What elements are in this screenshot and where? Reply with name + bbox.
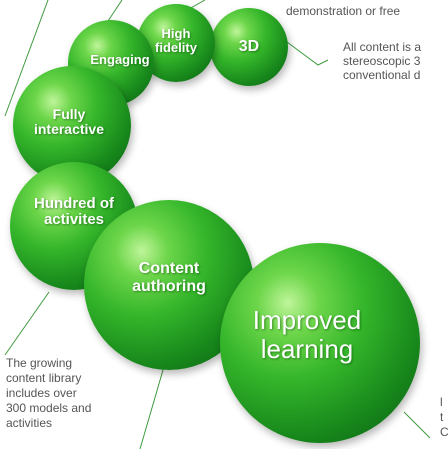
sphere-improved-learning: Improved learning (220, 243, 420, 443)
connector-line (286, 41, 329, 66)
connector-line (4, 0, 49, 117)
sphere-label: Fully interactive (33, 105, 105, 137)
sphere-label: Hundred of activites (34, 194, 114, 228)
note-content-library: The growing content library includes ove… (6, 356, 92, 430)
note-stereoscopic: All content is a stereoscopic 3 conventi… (343, 40, 422, 82)
note-top: demonstration or free (286, 4, 401, 18)
sphere-engaging: Engaging (68, 20, 154, 106)
note-bottom-right: l t C (440, 395, 448, 439)
sphere-fully-interactive: Fully interactive (13, 66, 131, 184)
sphere-label: Improved learning (252, 305, 362, 364)
connector-line (403, 411, 431, 439)
sphere-label: 3D (238, 38, 260, 56)
sphere-label: High fidelity (155, 25, 197, 55)
sphere-label: Engaging (90, 51, 150, 67)
sphere-3d: 3D (210, 8, 288, 86)
sphere-label: Content authoring (132, 260, 206, 295)
connector-line (4, 291, 50, 356)
